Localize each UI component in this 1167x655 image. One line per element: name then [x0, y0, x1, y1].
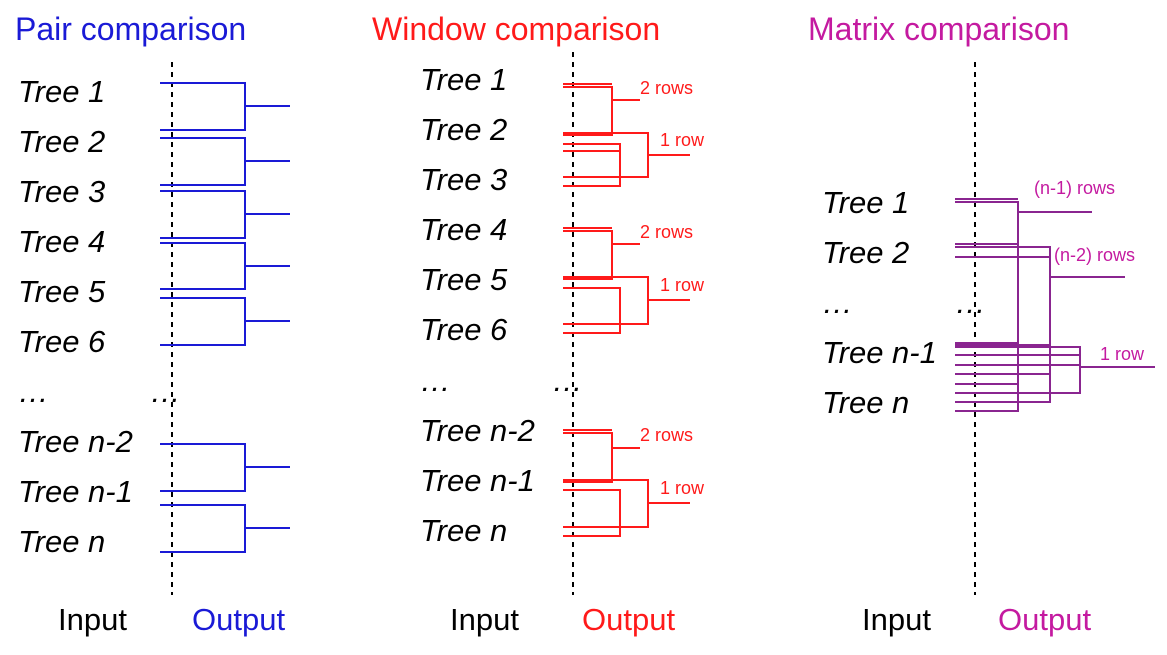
window-annotation: 2 rows [640, 425, 693, 445]
pair-tree-label: Tree 2 [18, 124, 105, 159]
matrix-annotation: (n-1) rows [1034, 178, 1115, 198]
matrix-tree-label: Tree n [822, 385, 909, 420]
window-tree-label: Tree 6 [420, 312, 508, 347]
matrix-annotation: (n-2) rows [1054, 245, 1135, 265]
window-tree-label: Tree 4 [420, 212, 507, 247]
pair-ellipsis-left: … [18, 374, 49, 409]
pair-tree-label: Tree 5 [18, 274, 106, 309]
pair-connector [160, 190, 290, 239]
window-connectors [563, 83, 690, 537]
matrix-connector [955, 246, 1125, 403]
window-tree-label: Tree n [420, 513, 507, 548]
window-ellipsis-right: … [552, 363, 583, 398]
matrix-ellipsis-left: … [822, 285, 853, 320]
matrix-annotation: 1 row [1100, 344, 1145, 364]
pair-tree-label: Tree n [18, 524, 105, 559]
pair-ellipsis-right: … [150, 374, 181, 409]
window-annotation: 1 row [660, 275, 705, 295]
pair-input-label: Input [58, 602, 127, 637]
window-connector [563, 479, 690, 528]
window-connector [563, 429, 640, 483]
pair-output-label: Output [192, 602, 285, 637]
window-tree-label: Tree n-2 [420, 413, 535, 448]
matrix-title: Matrix comparison [808, 11, 1069, 47]
pair-tree-label: Tree n-1 [18, 474, 133, 509]
pair-panel: Pair comparison Tree 1 Tree 2 Tree 3 Tre… [15, 11, 290, 637]
pair-tree-label: Tree n-2 [18, 424, 133, 459]
window-tree-label: Tree 3 [420, 162, 507, 197]
window-connector [563, 143, 621, 187]
pair-connector [160, 82, 290, 131]
window-connector [563, 276, 690, 325]
window-connector [563, 287, 621, 334]
pair-tree-labels: Tree 1 Tree 2 Tree 3 Tree 4 Tree 5 Tree … [18, 74, 133, 559]
matrix-tree-label: Tree 2 [822, 235, 909, 270]
window-tree-label: Tree n-1 [420, 463, 535, 498]
matrix-tree-label: Tree n-1 [822, 335, 937, 370]
pair-tree-label: Tree 1 [18, 74, 105, 109]
pair-connector [160, 297, 290, 346]
window-panel: Window comparison Tree 1 Tree 2 Tree 3 T… [372, 11, 705, 637]
window-connector [563, 83, 640, 136]
window-annotation: 2 rows [640, 78, 693, 98]
window-connector [563, 227, 640, 280]
matrix-annotations: (n-1) rows (n-2) rows 1 row [1034, 178, 1145, 364]
window-tree-label: Tree 2 [420, 112, 507, 147]
window-annotation: 1 row [660, 130, 705, 150]
matrix-tree-labels: Tree 1 Tree 2 Tree n-1 Tree n [822, 185, 937, 420]
pair-tree-label: Tree 6 [18, 324, 106, 359]
pair-tree-label: Tree 4 [18, 224, 105, 259]
window-connector [563, 489, 621, 537]
pair-connector [160, 504, 290, 553]
matrix-tree-label: Tree 1 [822, 185, 909, 220]
window-annotation: 1 row [660, 478, 705, 498]
window-ellipsis-left: … [420, 363, 451, 398]
window-tree-label: Tree 5 [420, 262, 508, 297]
matrix-output-label: Output [998, 602, 1091, 637]
pair-connector [160, 443, 290, 492]
matrix-connector [955, 198, 1092, 412]
matrix-connector [955, 346, 1155, 394]
window-tree-labels: Tree 1 Tree 2 Tree 3 Tree 4 Tree 5 Tree … [420, 62, 535, 548]
window-title: Window comparison [372, 11, 660, 47]
matrix-input-label: Input [862, 602, 931, 637]
window-connector [563, 132, 690, 178]
window-input-label: Input [450, 602, 519, 637]
pair-connector [160, 137, 290, 186]
pair-tree-label: Tree 3 [18, 174, 105, 209]
pair-title: Pair comparison [15, 11, 246, 47]
window-annotations: 2 rows 1 row 2 rows 1 row 2 rows 1 row [640, 78, 705, 498]
window-annotation: 2 rows [640, 222, 693, 242]
matrix-ellipsis-right: … [955, 285, 986, 320]
window-tree-label: Tree 1 [420, 62, 507, 97]
pair-connector [160, 242, 290, 290]
matrix-connectors [955, 198, 1155, 412]
matrix-panel: Matrix comparison Tree 1 Tree 2 Tree n-1… [808, 11, 1155, 637]
window-output-label: Output [582, 602, 675, 637]
pair-connectors [160, 82, 290, 553]
